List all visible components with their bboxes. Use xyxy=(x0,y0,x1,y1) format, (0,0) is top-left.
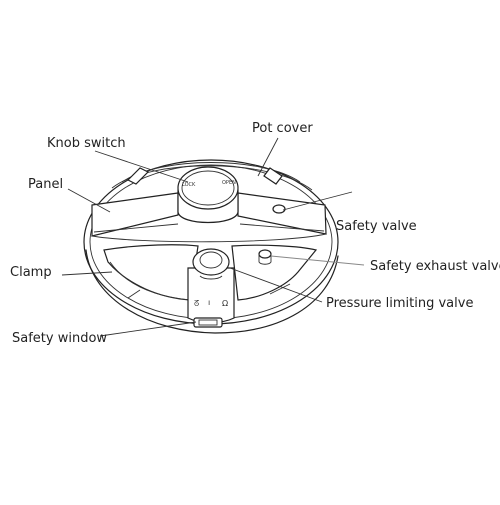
safety-valve xyxy=(272,204,286,214)
panel xyxy=(91,192,327,243)
leader-panel xyxy=(67,188,111,213)
knob-switch: LOCK OPEN xyxy=(177,166,239,224)
svg-text:OPEN: OPEN xyxy=(222,180,236,186)
leader-pressure-limiting-valve xyxy=(229,267,323,303)
valve-mark-middle: ı xyxy=(208,298,210,307)
valve-mark-left: ᘔ xyxy=(194,299,199,308)
leader-clamp xyxy=(61,271,113,276)
valve-mark-right: Ω xyxy=(222,299,228,308)
label-pressure-limiting-valve: Pressure limiting valve xyxy=(326,296,473,311)
clamp xyxy=(103,244,318,301)
leader-pot-cover xyxy=(257,137,279,177)
leader-lines xyxy=(61,137,365,337)
label-safety-valve: Safety valve xyxy=(336,219,417,234)
label-panel: Panel xyxy=(28,177,63,192)
safety-window xyxy=(193,317,223,328)
label-safety-window: Safety window xyxy=(12,331,107,346)
leader-knob-switch xyxy=(94,150,189,183)
pressure-limiting-valve: ᘔ ı Ω xyxy=(187,248,235,324)
label-pot-cover: Pot cover xyxy=(252,121,313,136)
leader-safety-exhaust-valve xyxy=(270,255,365,266)
svg-text:LOCK: LOCK xyxy=(182,182,196,188)
label-knob-switch: Knob switch xyxy=(47,136,126,151)
safety-exhaust-valve xyxy=(258,249,272,265)
leader-safety-valve xyxy=(282,191,353,211)
pot-cover xyxy=(111,162,313,191)
label-clamp: Clamp xyxy=(10,265,52,280)
label-safety-exhaust-valve: Safety exhaust valve xyxy=(370,259,500,274)
leader-safety-window xyxy=(99,321,197,337)
